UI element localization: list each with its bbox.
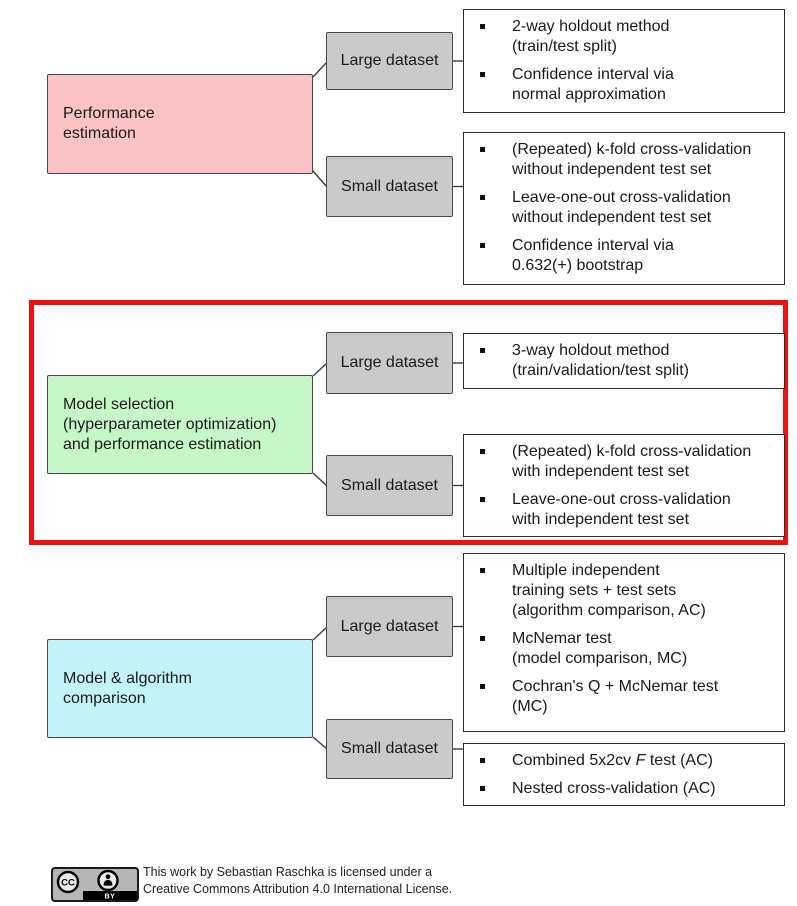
branch-box-small-dataset: Small dataset xyxy=(326,455,453,516)
bullet-text: Confidence interval via 0.632(+) bootstr… xyxy=(512,237,674,274)
bullet-item: Leave-one-out cross-validation with inde… xyxy=(478,490,780,530)
bullet-square-icon xyxy=(480,786,485,791)
cc-label: CC xyxy=(61,878,75,889)
bullet-text: Leave-one-out cross-validation without i… xyxy=(512,189,731,226)
bullet-square-icon xyxy=(480,497,485,502)
bullet-item: Confidence interval via 0.632(+) bootstr… xyxy=(478,236,780,276)
root-box-performance-estimation: Performance estimation xyxy=(47,74,313,174)
branch-box-small-dataset: Small dataset xyxy=(326,719,453,779)
bullet-square-icon xyxy=(480,568,485,573)
by-strip xyxy=(83,891,137,900)
person-head-icon xyxy=(105,874,111,880)
outcome-box-selection-large: 3-way holdout method (train/validation/t… xyxy=(463,333,785,389)
root-box-model-algorithm-comparison: Model & algorithm comparison xyxy=(47,639,313,738)
bullet-item: (Repeated) k-fold cross-validation with … xyxy=(478,442,780,482)
connector-diagonal xyxy=(312,61,328,78)
cc-circle-icon xyxy=(56,870,80,894)
bullet-square-icon xyxy=(480,72,485,77)
outcome-box-performance-small: (Repeated) k-fold cross-validation witho… xyxy=(463,132,785,285)
bullet-square-icon xyxy=(480,684,485,689)
bullet-square-icon xyxy=(480,636,485,641)
bullet-item: 2-way holdout method (train/test split) xyxy=(478,17,780,57)
bullet-text: 3-way holdout method (train/validation/t… xyxy=(512,342,689,379)
bullet-text: McNemar test (model comparison, MC) xyxy=(512,630,688,667)
bullet-square-icon xyxy=(480,348,485,353)
bullet-text: Combined 5x2cv F test (AC) xyxy=(512,752,713,769)
bullet-text: Cochran's Q + McNemar test (MC) xyxy=(512,678,719,715)
bullet-square-icon xyxy=(480,147,485,152)
bullet-text: 2-way holdout method (train/test split) xyxy=(512,18,670,55)
bullet-item: 3-way holdout method (train/validation/t… xyxy=(478,341,780,381)
branch-box-large-dataset: Large dataset xyxy=(326,32,453,90)
by-label: BY xyxy=(105,894,116,901)
outcome-box-comparison-large: Multiple independent training sets + tes… xyxy=(463,553,785,732)
connector-diagonal xyxy=(312,472,328,487)
bullet-text: Confidence interval via normal approxima… xyxy=(512,66,674,103)
connector-diagonal xyxy=(312,736,328,750)
bullet-text: (Repeated) k-fold cross-validation with … xyxy=(512,443,752,480)
branch-box-large-dataset: Large dataset xyxy=(326,332,453,394)
bullet-text: Multiple independent training sets + tes… xyxy=(512,562,706,619)
bullet-square-icon xyxy=(480,24,485,29)
bullet-item: Multiple independent training sets + tes… xyxy=(478,561,780,621)
bullet-square-icon xyxy=(480,758,485,763)
connector-diagonal xyxy=(312,170,328,188)
connector-diagonal xyxy=(312,626,328,641)
license-text: This work by Sebastian Raschka is licens… xyxy=(143,865,453,896)
outcome-box-selection-small: (Repeated) k-fold cross-validation with … xyxy=(463,434,785,537)
bullet-item: Combined 5x2cv F test (AC) xyxy=(478,751,780,771)
bullet-square-icon xyxy=(480,449,485,454)
bullet-square-icon xyxy=(480,195,485,200)
branch-box-small-dataset: Small dataset xyxy=(326,156,453,217)
bullet-square-icon xyxy=(480,243,485,248)
bullet-item: Confidence interval via normal approxima… xyxy=(478,65,780,105)
connector-diagonal xyxy=(312,362,328,377)
bullet-text: Leave-one-out cross-validation with inde… xyxy=(512,491,731,528)
bullet-item: (Repeated) k-fold cross-validation witho… xyxy=(478,140,780,180)
branch-box-large-dataset: Large dataset xyxy=(326,596,453,657)
highlight-rectangle xyxy=(29,300,788,545)
root-box-model-selection: Model selection (hyperparameter optimiza… xyxy=(47,375,313,474)
person-body-icon xyxy=(103,880,113,886)
bullet-item: Nested cross-validation (AC) xyxy=(478,779,780,799)
bullet-item: Cochran's Q + McNemar test (MC) xyxy=(478,677,780,717)
cc-by-badge-icon: BY CC xyxy=(51,867,139,902)
bullet-text: (Repeated) k-fold cross-validation witho… xyxy=(512,141,752,178)
bullet-item: McNemar test (model comparison, MC) xyxy=(478,629,780,669)
bullet-text: Nested cross-validation (AC) xyxy=(512,780,716,797)
bullet-item: Leave-one-out cross-validation without i… xyxy=(478,188,780,228)
outcome-box-performance-large: 2-way holdout method (train/test split) C… xyxy=(463,9,785,113)
outcome-box-comparison-small: Combined 5x2cv F test (AC) Nested cross-v… xyxy=(463,743,785,806)
